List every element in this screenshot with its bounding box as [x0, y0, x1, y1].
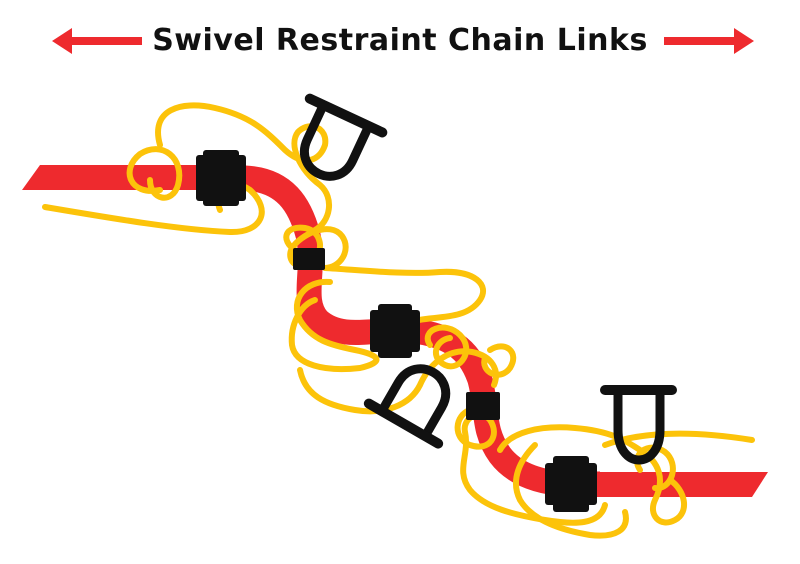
rope-left-swing [288, 278, 380, 373]
shackle-middle-bow [378, 364, 451, 438]
arrow-left-icon [52, 28, 142, 54]
rope-middle-big-loop [322, 265, 486, 325]
hose-left-end [22, 165, 210, 190]
rope-bottom-loop [497, 424, 687, 526]
shackle-middle-pin [363, 398, 444, 449]
rope-upper-loop [155, 102, 332, 233]
shackle-top [300, 93, 388, 181]
shackles [300, 93, 677, 465]
title-bar: Swivel Restraint Chain Links [0, 18, 800, 64]
swivel-collar-1-rim [203, 150, 239, 206]
page-title: Swivel Restraint Chain Links [152, 23, 648, 58]
shackle-top-bow [300, 103, 372, 181]
rope-third-collar-loops [424, 324, 517, 378]
shackle-right-bow [613, 387, 665, 465]
swivel-collar-4 [466, 392, 500, 420]
shackle-top-pin [304, 93, 388, 138]
shackle-middle [363, 364, 451, 449]
rope-loop-first-collar [126, 146, 183, 201]
rope-bottom-tail [513, 442, 629, 539]
shackle-right [600, 385, 677, 465]
swivel-collars [196, 150, 597, 512]
swivel-collar-2 [293, 248, 325, 270]
arrow-right-icon [664, 28, 754, 54]
swivel-collar-3-rim [378, 304, 412, 358]
swivel-collar-5-rim [553, 456, 589, 512]
